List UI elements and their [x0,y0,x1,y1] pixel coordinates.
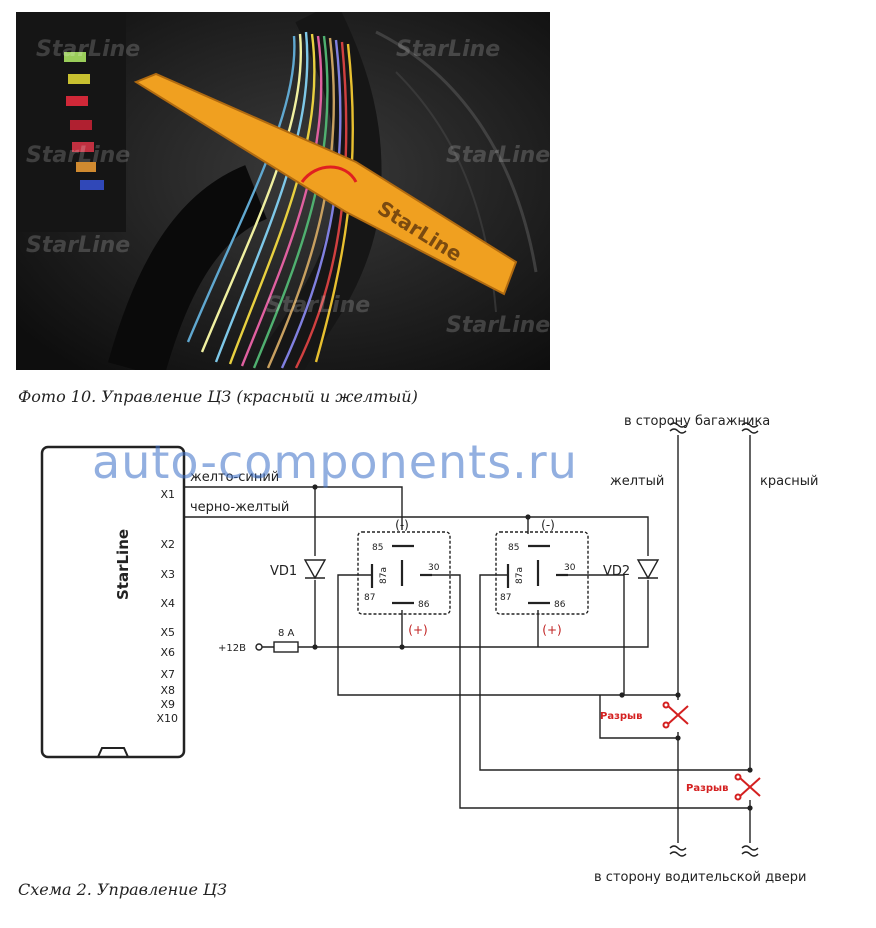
fuse-blue [80,180,104,190]
relay2-labels: (-) 85 30 87a 87 86 (+) [500,518,576,637]
scheme-caption: Схема 2. Управление ЦЗ [18,880,227,899]
connector-x3: X3 [160,568,175,581]
relay2-minus: (-) [541,518,555,532]
relay2-plus: (+) [542,623,561,637]
fuse-yellow [68,74,90,84]
cable-tie [300,165,358,183]
label-vd2: VD2 [603,564,630,579]
connector-x6: X6 [160,646,175,659]
wire-bundle [186,31,355,369]
wire-labels: желто-синий черно-желтый желтый красный … [190,414,818,885]
plastic-sheen [375,30,538,273]
connector-x7: X7 [160,668,175,681]
label-power: +12В [218,643,246,654]
wire-black-yellow [184,516,649,556]
connector-x9: X9 [160,698,175,711]
vd2-symbol [636,559,660,580]
label-fuse: 8 A [278,628,295,639]
label-black-yellow: черно-желтый [190,500,289,515]
photo-watermarks: StarLine StarLine StarLine StarLine Star… [26,37,550,338]
relay2-label-86: 86 [554,600,566,610]
photo-watermark-4: StarLine [446,143,550,168]
relay1-30-wire [426,574,750,809]
break1-cross [667,705,689,725]
break1-branch [599,695,678,739]
connector-x2: X2 [160,538,175,551]
top-wave-red [741,422,759,434]
label-yellow: желтый [610,474,664,489]
relay1-frame [357,531,451,615]
relay1-minus: (-) [395,518,409,532]
label-yellow-blue: желто-синий [190,470,279,485]
photo-caption: Фото 10. Управление ЦЗ (красный и желтый… [18,387,418,406]
wire-yellow-blue [184,486,403,530]
relay2-87-wire [479,574,750,771]
relay1-label-87: 87 [364,593,375,603]
connector-x5: X5 [160,626,175,639]
connector-labels: X1 X2 X3 X4 X5 X6 X7 X8 X9 X10 [156,488,178,725]
fuse-red-2 [70,120,92,130]
vd1-symbol [303,559,327,580]
break1-label: Разрыв [600,711,642,722]
wiring-photo-art: StarLine StarLine StarLine StarLine Star… [16,12,550,370]
connector-x10: X10 [156,712,178,725]
relay1-plus: (+) [408,623,427,637]
wire-loom [108,165,268,370]
photo-watermark-7: StarLine [446,313,550,338]
device-brand: StarLine [114,529,132,600]
diodes [303,559,660,580]
fuse-orange [76,162,96,172]
photo-watermark-2: StarLine [396,37,500,62]
relay2-label-87a: 87a [515,567,525,584]
relay1-label-86: 86 [418,600,430,610]
bottom-wave-red [741,845,759,857]
site-watermark: auto-components.ru [92,435,578,489]
break-marks [662,701,761,801]
trim-tool [133,72,518,296]
label-to-driver-door: в сторону водительской двери [594,870,806,885]
relay2-pins [506,544,568,605]
break2-label: Разрыв [686,783,728,794]
fuse-green [64,52,86,62]
top-wave-yellow [669,422,687,434]
starline-unit [40,445,186,759]
relay1-label-30: 30 [428,563,440,573]
relay2-30-wire [564,574,678,696]
connector-x4: X4 [160,597,175,610]
relay2-label-87: 87 [500,593,511,603]
unit-tab [97,747,129,758]
break1-scissor-2 [662,721,670,729]
photo-watermark-6: StarLine [266,293,370,318]
bottom-wave-yellow [669,845,687,857]
relay2-label-85: 85 [508,543,519,553]
relay1-label-87a: 87a [379,567,389,584]
wiring-photo: StarLine StarLine StarLine StarLine Star… [16,12,550,370]
relay2-label-30: 30 [564,563,576,573]
break1-scissor-1 [662,701,670,709]
power-terminal [255,643,263,651]
relay2-frame [495,531,589,615]
power-line [262,580,649,648]
break2-cross [739,777,761,797]
connector-x8: X8 [160,684,175,697]
fuse [273,641,299,653]
photo-watermark-1: StarLine [36,37,140,62]
break2-scissor-2 [734,793,742,801]
fuse-red [66,96,88,106]
break2-scissor-1 [734,773,742,781]
fuse-red-3 [72,142,94,152]
label-red: красный [760,474,818,489]
connector-x1: X1 [160,488,175,501]
relay1-labels: (-) 85 30 87a 87 86 (+) [364,518,440,637]
relay1-pins [370,544,432,605]
label-vd1: VD1 [270,564,297,579]
relay1-label-85: 85 [372,543,383,553]
photo-watermark-3: StarLine [26,143,130,168]
label-to-trunk: в сторону багажника [624,414,770,429]
junction-dots [312,484,753,811]
photo-watermark-5: StarLine [26,233,130,258]
